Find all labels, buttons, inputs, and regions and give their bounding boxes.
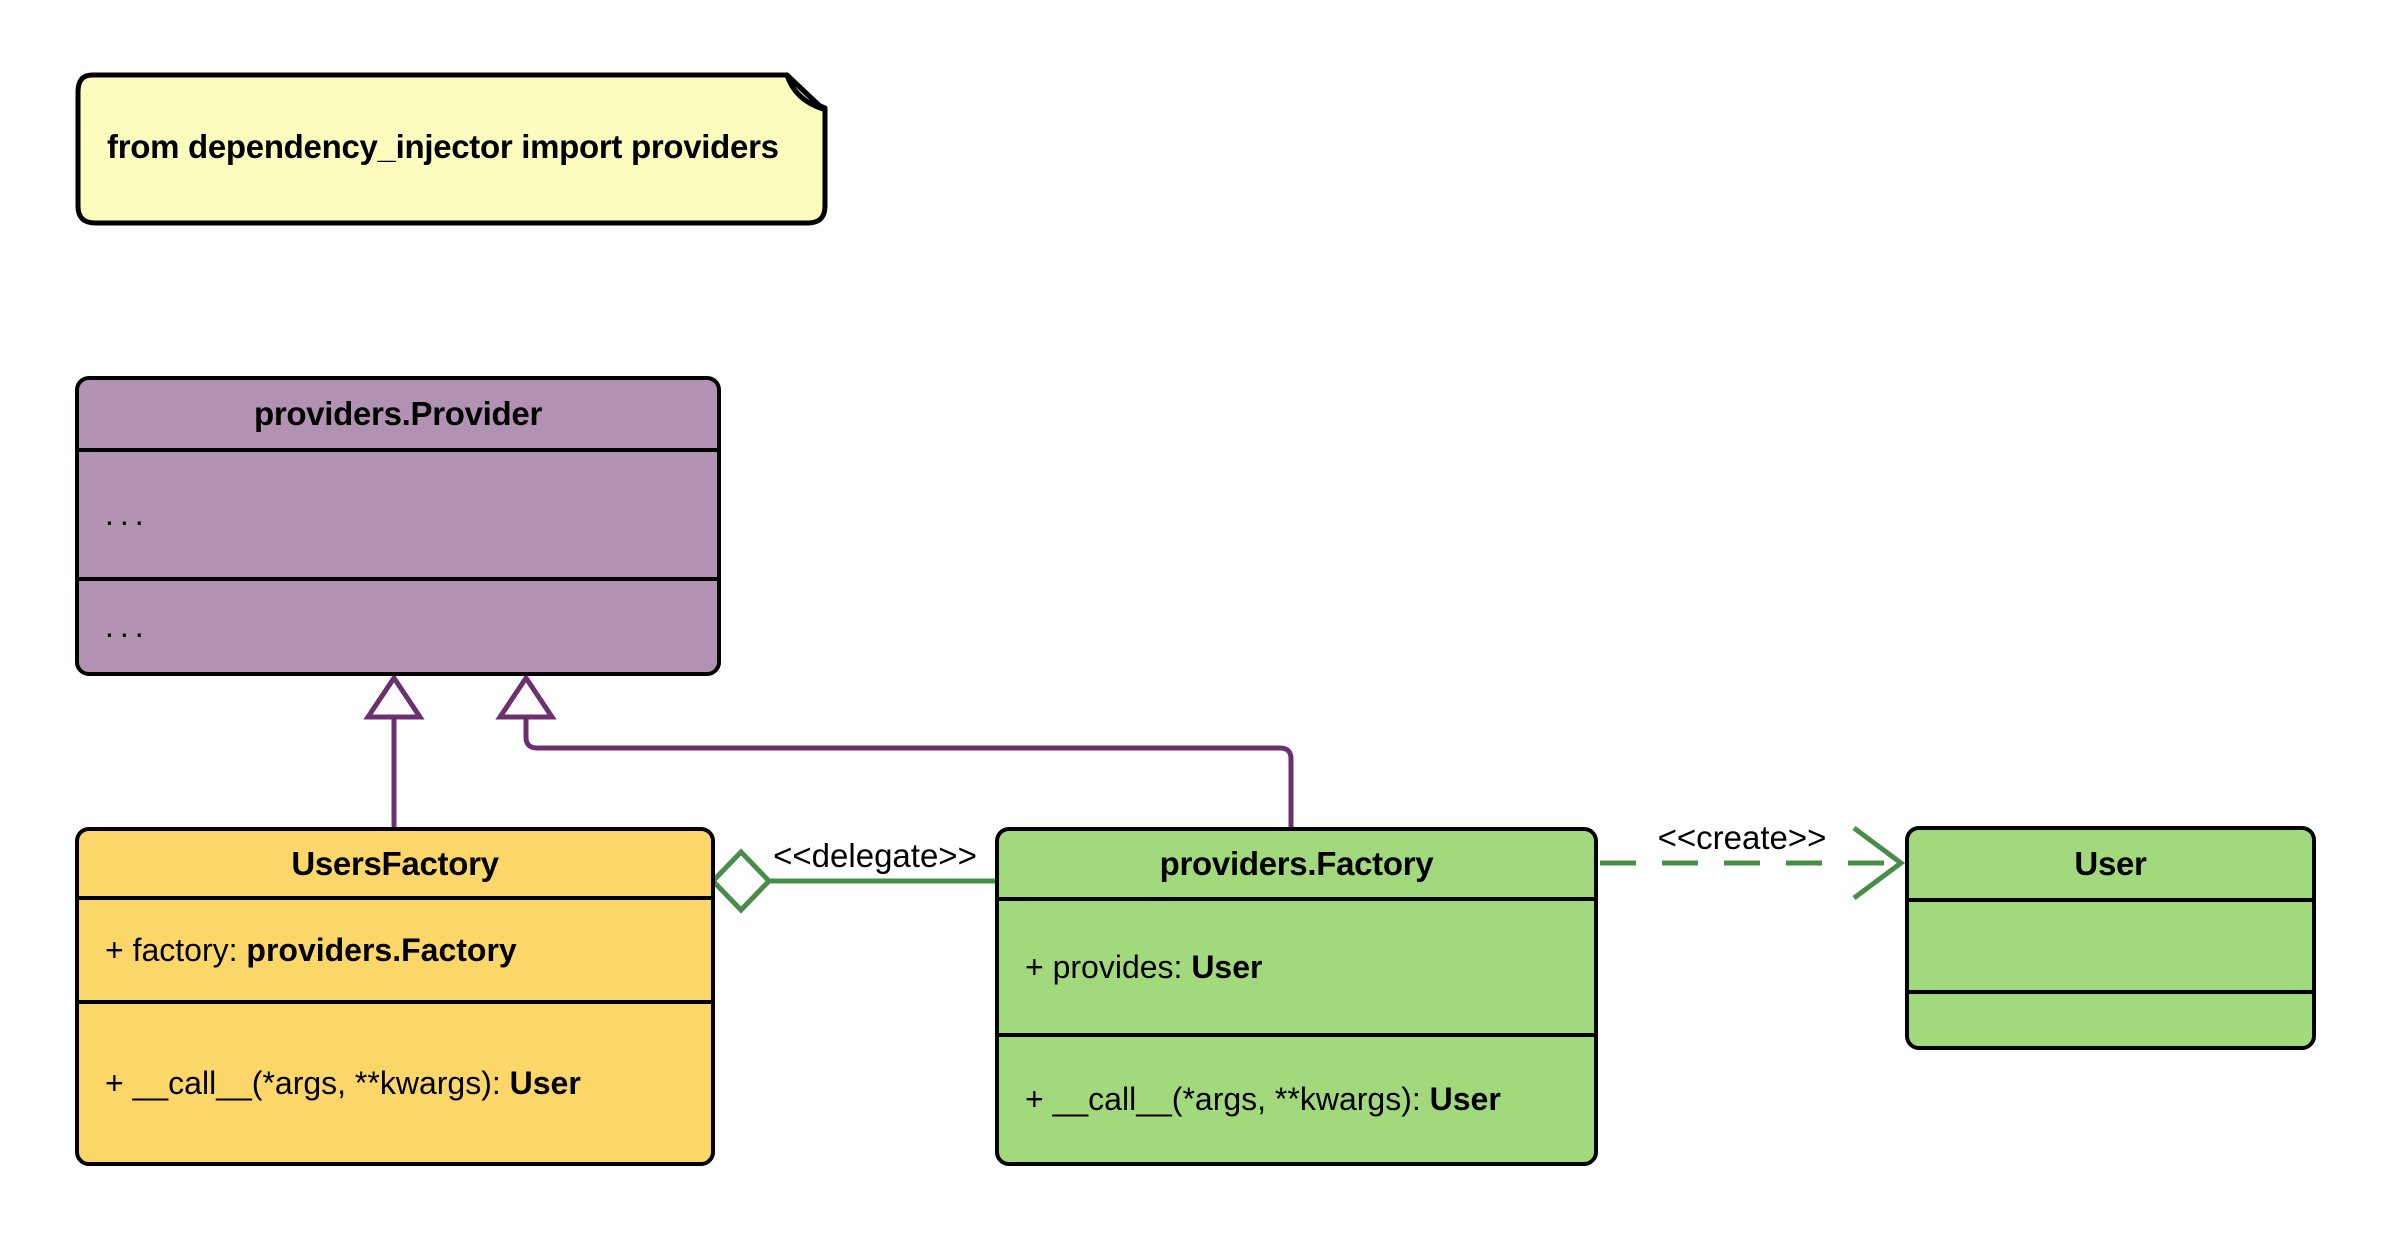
attribute-text: + factory:: [105, 931, 247, 968]
class-providers-factory: providers.Factory + provides: User + __c…: [995, 827, 1598, 1166]
class-title-users-factory: UsersFactory: [79, 831, 711, 900]
class-title-user: User: [1909, 830, 2312, 902]
class-title-providers-factory: providers.Factory: [999, 831, 1594, 901]
create-arrowhead: [1852, 825, 1906, 901]
methods-compartment: + __call__(*args, **kwargs): User: [79, 1004, 711, 1162]
attribute-factory: + factory: providers.Factory: [105, 932, 517, 969]
method-return-type: User: [509, 1064, 581, 1101]
class-user: User: [1905, 826, 2316, 1050]
attribute-type: User: [1191, 948, 1263, 985]
class-providers-provider: providers.Provider ... ...: [75, 376, 721, 676]
methods-compartment: ...: [79, 581, 717, 672]
method-return-type: User: [1429, 1081, 1501, 1117]
method-call: + __call__(*args, **kwargs): User: [1025, 1081, 1501, 1118]
inheritance-triangle-users-factory: [363, 673, 425, 720]
attributes-compartment: + provides: User: [999, 901, 1594, 1037]
method-call: + __call__(*args, **kwargs): User: [105, 1065, 581, 1102]
attributes-compartment: + factory: providers.Factory: [79, 900, 711, 1004]
attribute-type: providers.Factory: [246, 931, 517, 968]
attributes-compartment: [1909, 902, 2312, 994]
attribute-provides: + provides: User: [1025, 949, 1262, 986]
methods-compartment: + __call__(*args, **kwargs): User: [999, 1037, 1594, 1162]
attributes-compartment: ...: [79, 452, 717, 581]
note-fold-corner: [784, 72, 826, 112]
method-text: + __call__(*args, **kwargs):: [1025, 1081, 1430, 1117]
delegate-label: <<delegate>>: [773, 837, 977, 874]
inheritance-triangle-factory: [495, 673, 557, 720]
inheritance-line-factory: [523, 719, 1294, 827]
class-title-providers-provider: providers.Provider: [79, 380, 717, 452]
methods-placeholder: ...: [105, 608, 150, 644]
attribute-text: + provides:: [1025, 948, 1192, 985]
attributes-placeholder: ...: [105, 496, 150, 532]
method-text: + __call__(*args, **kwargs):: [105, 1064, 510, 1101]
note-shape: [75, 72, 828, 226]
methods-compartment: [1909, 994, 2312, 1046]
delegate-diamond: [709, 848, 773, 914]
note-text: from dependency_injector import provider…: [107, 128, 779, 165]
class-users-factory: UsersFactory + factory: providers.Factor…: [75, 827, 715, 1166]
note-import-providers: from dependency_injector import provider…: [75, 72, 828, 226]
create-label: <<create>>: [1657, 819, 1827, 856]
